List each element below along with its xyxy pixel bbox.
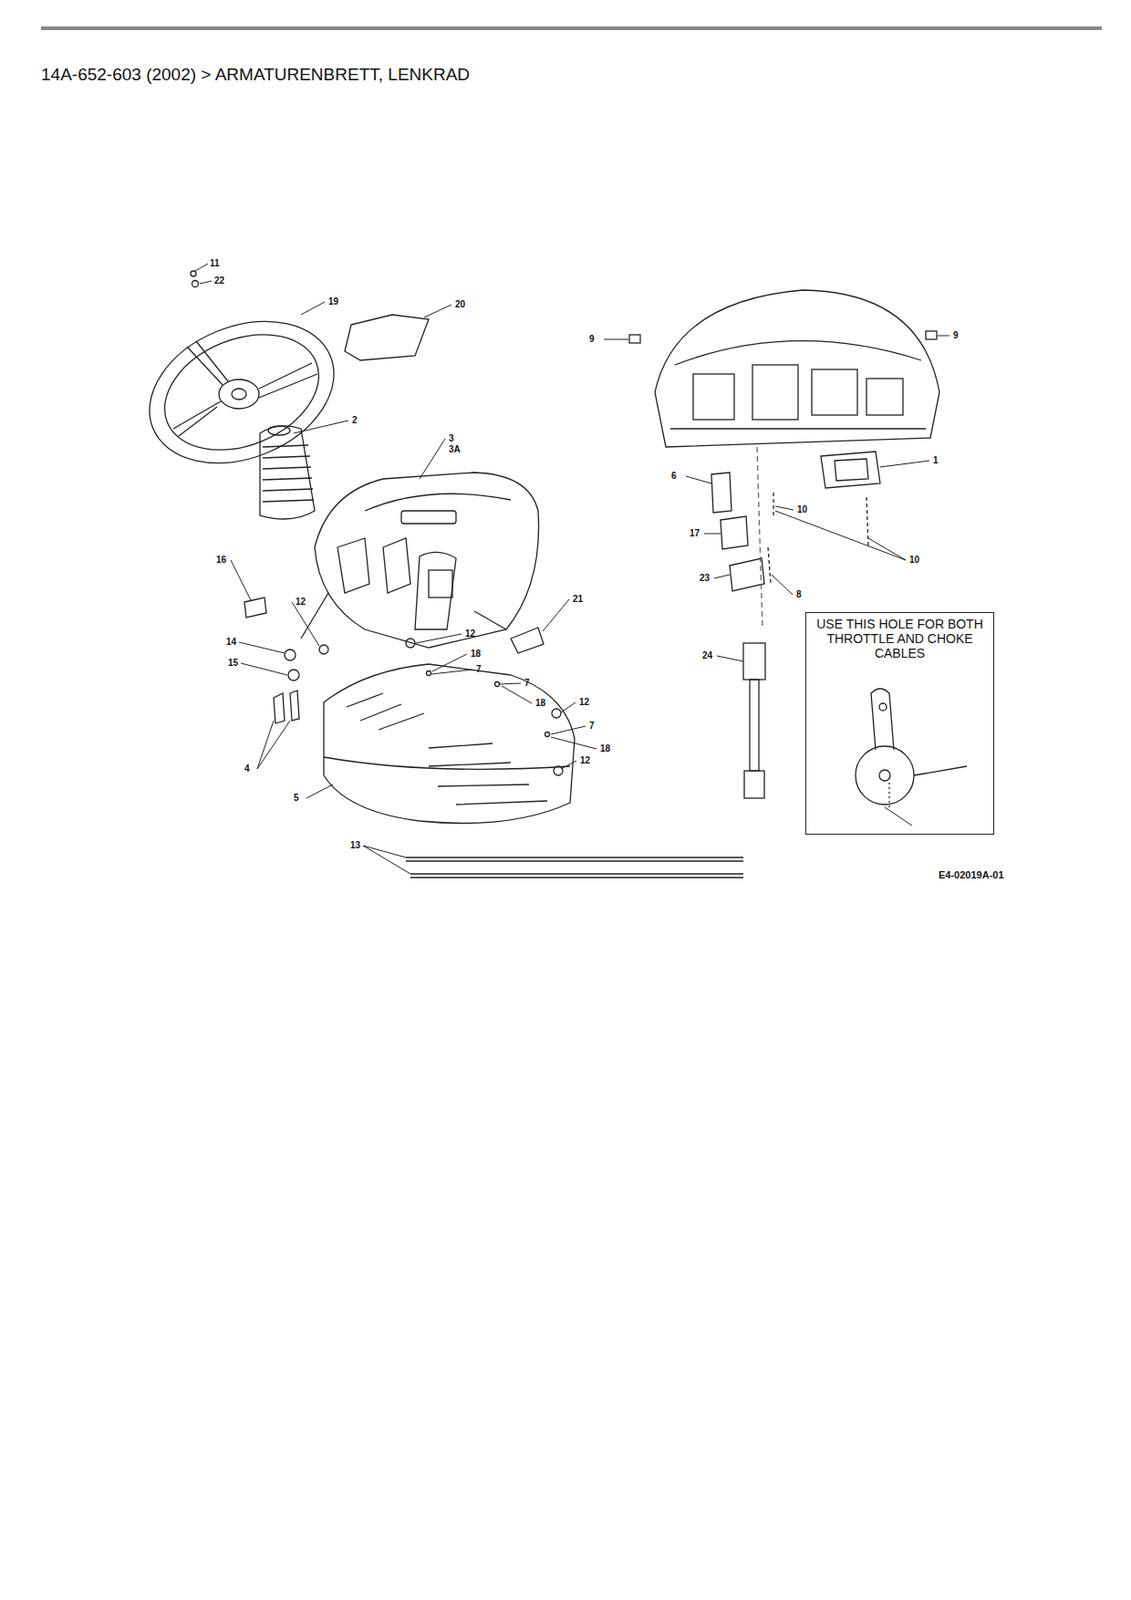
callout-number: 24 — [702, 650, 713, 662]
nut — [551, 708, 561, 718]
callout-number: 19 — [328, 296, 339, 308]
bracket — [711, 472, 732, 513]
callout-number: 13 — [350, 840, 361, 851]
callout-number: 23 — [699, 572, 710, 584]
callout-number: 10 — [797, 504, 808, 516]
callout-number: 6 — [671, 470, 677, 482]
knob — [288, 669, 300, 681]
knob — [284, 649, 296, 661]
callout-number: 4 — [244, 763, 250, 775]
knob — [273, 690, 300, 724]
callout-number: 20 — [455, 299, 466, 311]
nut — [319, 644, 329, 654]
trim-strip — [410, 876, 744, 878]
note-text: USE THIS HOLE FOR BOTH THROTTLE AND CHOK… — [806, 612, 994, 661]
steering-column — [743, 643, 766, 799]
page-title: 14A-652-603 (2002) > ARMATURENBRETT, LEN… — [41, 64, 470, 85]
clip — [244, 597, 267, 618]
steering-wheel — [128, 295, 356, 489]
callout-number: 18 — [470, 648, 481, 660]
callout-number: 18 — [535, 697, 546, 709]
dash-rear-view — [654, 290, 940, 447]
connector-block — [720, 516, 748, 550]
screw — [190, 270, 197, 277]
callout-number: 7 — [589, 720, 595, 732]
lower-panel — [323, 664, 575, 824]
callout-number: 12 — [579, 696, 590, 708]
trim-strip — [405, 860, 744, 862]
leader-lines — [195, 263, 950, 874]
callout-number: 3A — [448, 444, 461, 456]
nut — [405, 638, 416, 648]
callout-number: 21 — [572, 593, 583, 605]
bolt — [925, 331, 937, 340]
steering-boot — [259, 425, 315, 519]
figure-code: E4-02019A-01 — [938, 869, 1005, 881]
callout-number: 3 — [448, 433, 455, 445]
clip — [510, 627, 544, 654]
throttle-lever — [855, 688, 967, 808]
callout-number: 15 — [228, 657, 239, 669]
washer — [192, 280, 199, 288]
callout-number: 7 — [524, 677, 530, 689]
callout-number: 12 — [295, 596, 306, 608]
callout-number: 9 — [589, 333, 595, 345]
bolt — [629, 334, 641, 343]
plate — [729, 558, 765, 592]
callout-number: 12 — [465, 628, 476, 640]
callout-number: 17 — [689, 528, 700, 540]
callout-number: 7 — [476, 664, 482, 675]
callout-number: 12 — [580, 755, 591, 767]
callout-number: 14 — [226, 636, 237, 648]
callout-number: 18 — [600, 743, 611, 755]
callout-number: 10 — [909, 554, 920, 566]
callout-number: 8 — [796, 589, 802, 601]
trim-strip — [405, 856, 744, 858]
callout-number: 5 — [293, 792, 300, 804]
callout-number: 16 — [216, 554, 227, 566]
trim-strip — [410, 872, 744, 874]
note-box: USE THIS HOLE FOR BOTH THROTTLE AND CHOK… — [805, 612, 995, 835]
callout-number: 11 — [209, 258, 220, 270]
switch — [820, 451, 881, 488]
callout-number: 1 — [933, 455, 939, 467]
decal — [344, 314, 429, 361]
callout-number: 2 — [352, 415, 358, 426]
callout-number: 9 — [953, 330, 959, 342]
header-rule — [41, 26, 1102, 31]
dash-panel — [300, 472, 540, 648]
callout-number: 22 — [214, 275, 225, 287]
